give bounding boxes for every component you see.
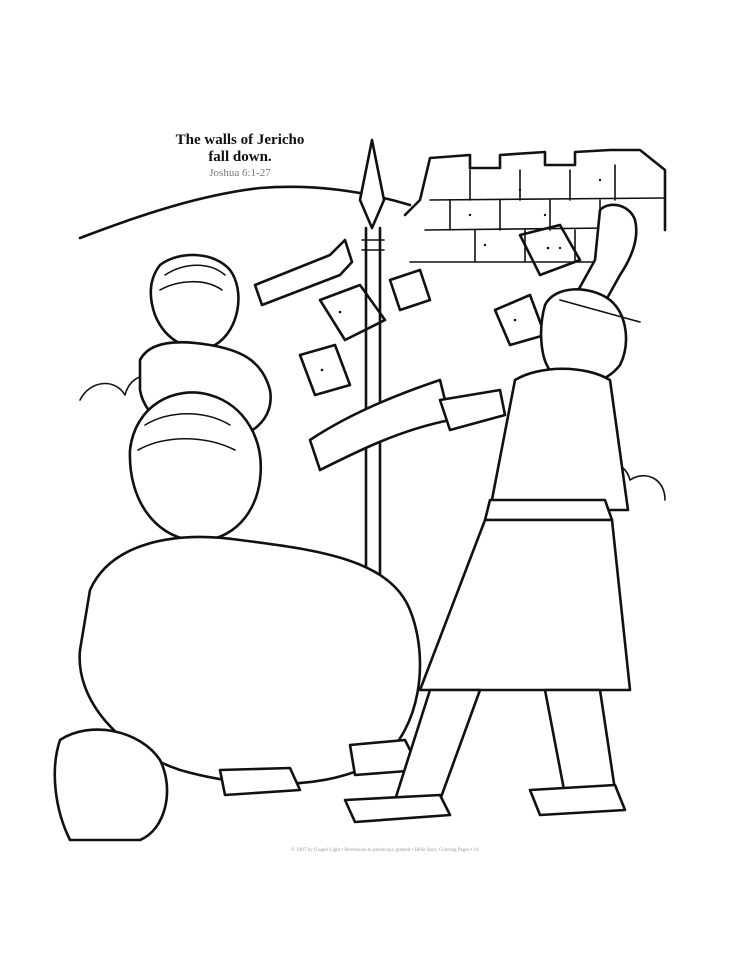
city-wall <box>403 148 667 263</box>
page-title-line-2: fall down. <box>208 149 272 165</box>
scripture-reference: Joshua 6:1-27 <box>209 167 271 179</box>
front-trumpeter <box>53 378 452 842</box>
copyright-footer: © 1997 by Gospel Light • Permission to p… <box>291 848 479 853</box>
spear <box>358 138 386 612</box>
page-title-line-1: The walls of Jericho <box>175 132 305 148</box>
title-block: The walls of Jericho fall down. Joshua 6… <box>150 132 330 180</box>
shouting-man <box>343 203 641 824</box>
